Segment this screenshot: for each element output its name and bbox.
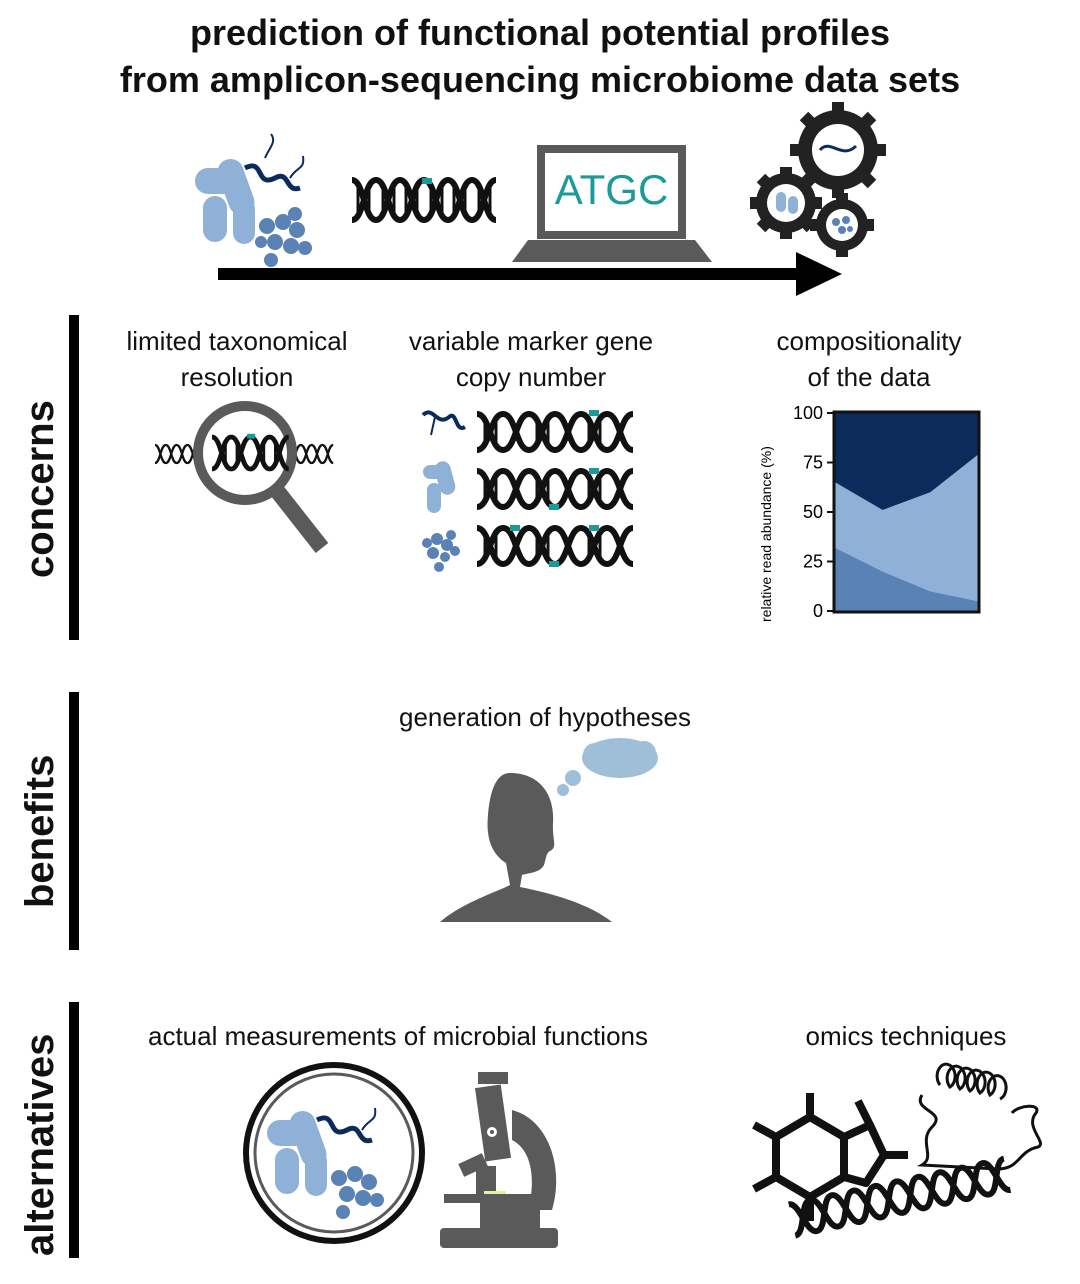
section-title-concerns: concerns: [18, 400, 62, 578]
section-title-alternatives: alternatives: [18, 1033, 62, 1256]
chart-y-tick-label: 50: [803, 502, 823, 522]
copy-number-illustration: [421, 410, 645, 572]
concern-copy-number-line2: copy number: [455, 362, 607, 392]
benefits-bar: [69, 692, 79, 950]
compositionality-chart: 0 25 50 75 100 relative read abundance (%): [758, 403, 981, 622]
chart-y-tick-label: 25: [803, 552, 823, 572]
chart-area-series-2: [835, 454, 978, 602]
benefit-hypotheses-label: generation of hypotheses: [399, 702, 691, 732]
chart-y-tick-label: 100: [793, 403, 823, 423]
figure-title-line2: from amplicon-sequencing microbiome data…: [119, 59, 961, 100]
chart-y-tick-label: 0: [813, 601, 823, 621]
chart-y-tick-label: 75: [803, 453, 823, 473]
alternative-measurements-label: actual measurements of microbial functio…: [147, 1021, 648, 1051]
chart-ticks: 0 25 50 75 100: [793, 403, 834, 621]
concern-compositionality-line1: compositionality: [776, 326, 962, 356]
concerns-bar: [69, 315, 79, 640]
pipeline-illustration: [0, 102, 886, 296]
petri-dish-microbes-illustration: [243, 1062, 425, 1244]
omics-molecules-illustration: [752, 1062, 1042, 1239]
figure-title-line1: prediction of functional potential profi…: [190, 12, 890, 53]
alternative-omics-label: omics techniques: [805, 1021, 1007, 1051]
magnifier-dna-illustration: [154, 401, 334, 553]
concern-taxonomic-resolution-line1: limited taxonomical: [126, 326, 348, 356]
alternatives-bar: [69, 1002, 79, 1258]
concern-taxonomic-resolution-line2: resolution: [180, 362, 294, 392]
laptop-screen-text: ATGC: [554, 166, 669, 213]
concern-compositionality-line2: of the data: [807, 362, 931, 392]
section-title-benefits: benefits: [18, 754, 62, 908]
concern-copy-number-line1: variable marker gene: [408, 326, 654, 356]
chart-area-series-3: [835, 413, 978, 511]
chart-y-axis-label: relative read abundance (%): [758, 446, 774, 622]
microscope-icon: [440, 1072, 558, 1248]
thinking-person-illustration: [440, 738, 658, 922]
chart-area-series-1: [835, 547, 978, 611]
chart-areas: [835, 413, 978, 611]
